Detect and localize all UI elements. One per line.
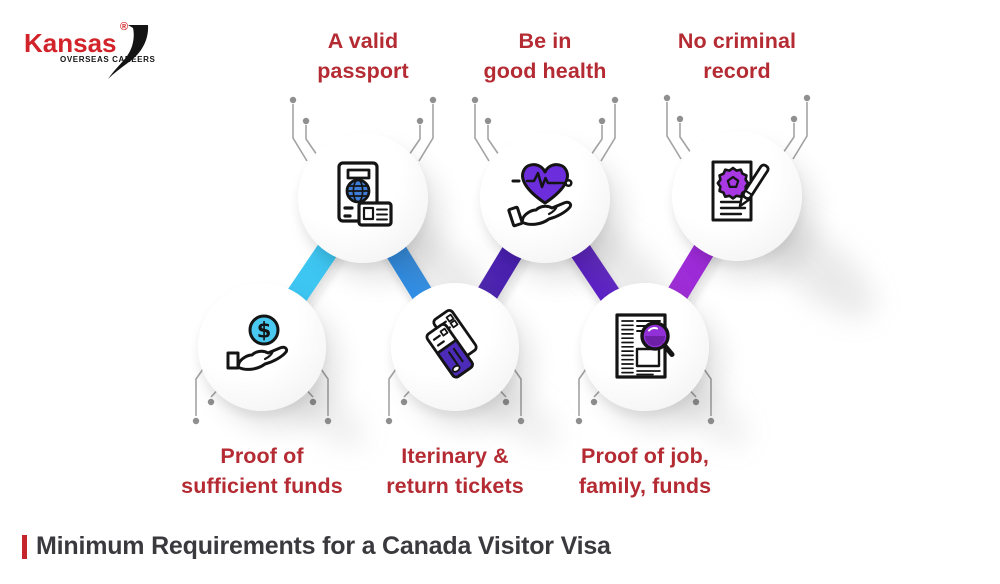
circuit-trace [663,94,811,160]
passport-icon [337,161,393,227]
node-good-health [480,133,610,263]
node-sufficient-funds: $ [198,283,326,411]
circuit-trace [289,96,437,162]
node-valid-passport [298,133,428,263]
logo-swoosh [108,25,149,79]
heart-in-hand-icon [507,163,573,228]
label-line: Be in [518,29,572,53]
node-itinerary-tickets [391,283,519,411]
label-line: return tickets [386,474,524,498]
item-label-no-criminal-record: No criminal record [622,26,852,86]
registered-mark: ® [120,21,129,33]
label-line: Proof of job, [581,444,709,468]
item-label-good-health: Be in good health [430,26,660,86]
item-label-valid-passport: A valid passport [248,26,478,86]
circuit-trace [471,96,619,162]
page-title: Minimum Requirements for a Canada Visito… [36,532,611,560]
node-job-family-funds [581,283,709,411]
node-no-criminal-record [672,131,802,261]
title-accent-bar [22,535,27,559]
label-line: family, funds [578,474,712,498]
brand-logo: Kansas ® OVERSEAS CAREERS [24,20,194,80]
police-badge-document-icon [711,160,770,222]
newspaper-magnifier-icon [615,313,675,379]
tickets-icon [425,308,478,379]
label-line: No criminal [677,29,797,53]
item-label-sufficient-funds: Proof of sufficient funds [147,441,377,501]
item-label-job-family-funds: Proof of job, family, funds [530,441,760,501]
brand-name: Kansas [24,28,117,58]
label-line: record [703,59,771,83]
label-line: sufficient funds [181,474,343,498]
label-line: A valid [327,29,399,53]
label-line: Proof of [220,444,304,468]
svg-text:$: $ [257,319,272,343]
coin-in-hand-icon: $ [226,314,289,371]
label-line: good health [483,59,607,83]
label-line: Iterinary & [401,444,509,468]
brand-tagline: OVERSEAS CAREERS [60,55,156,64]
circuit-traces-top [289,94,811,162]
label-line: passport [317,59,409,83]
item-label-itinerary-tickets: Iterinary & return tickets [340,441,570,501]
